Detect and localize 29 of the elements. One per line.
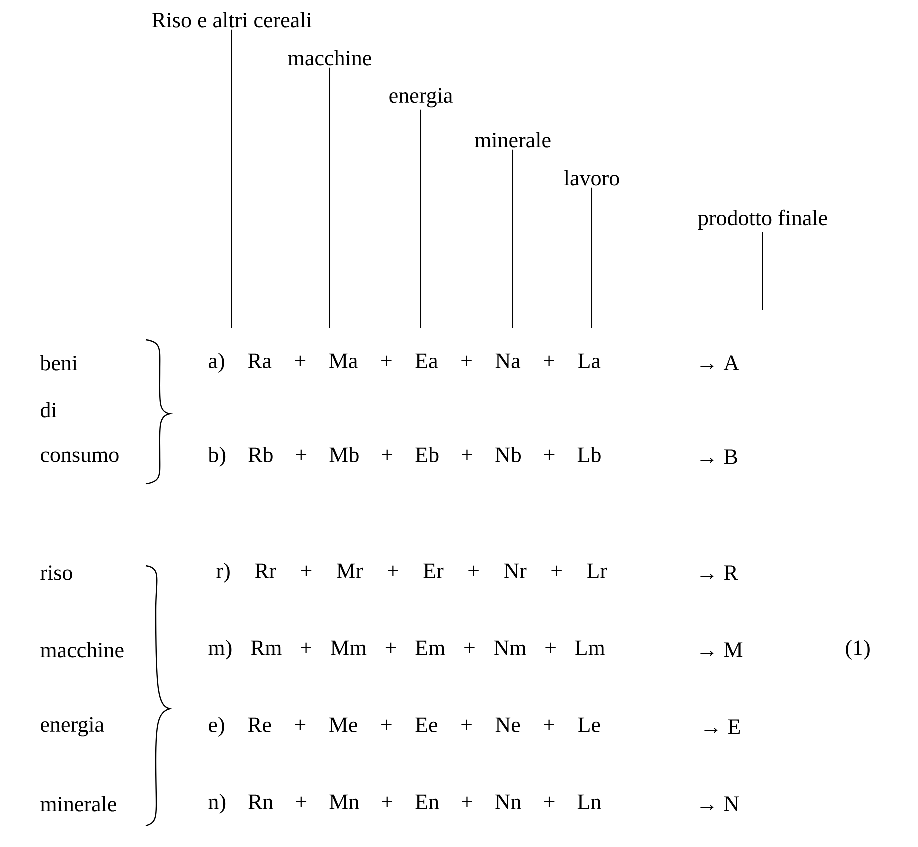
column-heading: energia (390, 88, 453, 108)
row-label: consumo (41, 452, 119, 462)
product: → E (704, 720, 740, 734)
column-heading: prodotto finale (698, 210, 828, 230)
equation: r) Rr + Mr + Er + Nr + Lr (216, 563, 608, 583)
row-label: macchine (40, 642, 124, 658)
equation: m) Rm + Mm + Em + Nm + Lm (208, 640, 606, 660)
row-label: riso (40, 566, 72, 580)
equation: a) Ra + Ma + Ea + Na + La (208, 353, 601, 373)
product: → M (700, 642, 743, 658)
row-label: beni (40, 355, 78, 371)
column-heading: macchine (288, 50, 372, 66)
product: → B (700, 450, 738, 464)
row-label: energia (41, 717, 104, 737)
equation: n) Rn + Mn + En + Nn + Ln (208, 794, 602, 814)
column-heading: lavoro (564, 170, 620, 186)
equation: b) Rb + Mb + Eb + Nb + Lb (208, 447, 601, 467)
leader-line (762, 232, 764, 310)
product: → R (700, 566, 738, 580)
row-label: minerale (40, 796, 116, 812)
row-label: di (41, 402, 57, 418)
column-heading: minerale (474, 132, 551, 148)
leader-line (512, 149, 514, 328)
product: → N (700, 796, 740, 812)
equation-number: (1) (846, 640, 870, 660)
equation: e) Re + Me + Ee + Ne + Le (209, 717, 600, 737)
column-heading: Riso e altri cereali (152, 12, 312, 28)
leader-line (420, 109, 422, 328)
product: → A (700, 356, 740, 370)
